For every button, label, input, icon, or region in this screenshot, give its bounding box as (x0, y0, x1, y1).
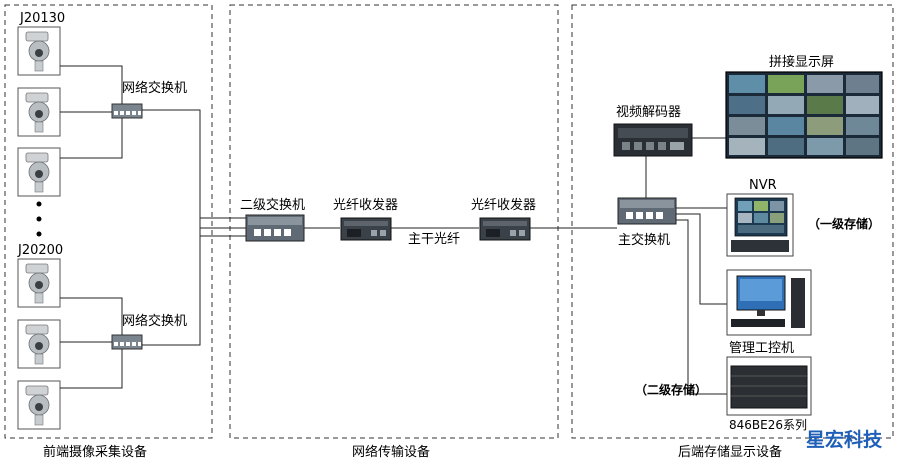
nvr-icon (726, 193, 794, 257)
transport-zone (229, 4, 559, 439)
watermark: 星宏科技 (806, 428, 883, 451)
link (60, 118, 123, 159)
video-wall-tiles (729, 75, 879, 155)
workstation-icon (726, 269, 812, 336)
workstation-label: 管理工控机 (729, 341, 794, 356)
back-zone (571, 4, 894, 439)
main-switch-label: 主交换机 (618, 232, 670, 248)
trunk-label: 主干光纤 (408, 232, 460, 247)
camera-icon (17, 26, 61, 76)
camera-icon (17, 319, 61, 369)
storage-model-label: 846BE26系列 (729, 418, 807, 432)
camera-icon (17, 147, 61, 197)
fiber-transceiver-icon (479, 217, 531, 241)
secondary-storage-label: （二级存储） (635, 382, 707, 397)
camera-icon (17, 87, 61, 137)
link (676, 219, 727, 395)
link (60, 297, 123, 335)
ellipsis-dot (36, 231, 42, 237)
switch1-label: 网络交换机 (122, 80, 187, 96)
link (60, 65, 123, 104)
transceiver-left-label: 光纤收发器 (333, 197, 398, 213)
transceiver-right-label: 光纤收发器 (471, 197, 536, 213)
link (676, 213, 727, 305)
transport-zone-caption: 网络传输设备 (352, 444, 430, 460)
nvr-label: NVR (749, 178, 777, 193)
primary-storage-label: （一级存储） (808, 216, 880, 231)
front-zone (4, 4, 213, 439)
second-switch-label: 二级交换机 (240, 197, 305, 213)
link (142, 109, 201, 346)
network-switch-icon (617, 197, 677, 225)
front-zone-caption: 前端摄像采集设备 (43, 444, 147, 460)
ellipsis-dot (36, 201, 42, 207)
group2-id: J20200 (17, 243, 63, 258)
ellipsis-dot (36, 216, 42, 222)
decoder-icon (613, 123, 693, 157)
video-wall-label: 拼接显示屏 (769, 54, 834, 70)
camera-icon (17, 258, 61, 308)
storage-server-icon (726, 356, 812, 416)
network-switch-icon (245, 214, 305, 242)
link (60, 349, 123, 389)
switch2-label: 网络交换机 (122, 313, 187, 329)
network-switch-icon (111, 334, 143, 350)
decoder-label: 视频解码器 (616, 105, 681, 120)
network-switch-icon (111, 103, 143, 119)
fiber-transceiver-icon (340, 217, 392, 241)
group1-id: J20130 (19, 11, 65, 26)
camera-icon (17, 380, 61, 430)
back-zone-caption: 后端存储显示设备 (678, 444, 782, 460)
